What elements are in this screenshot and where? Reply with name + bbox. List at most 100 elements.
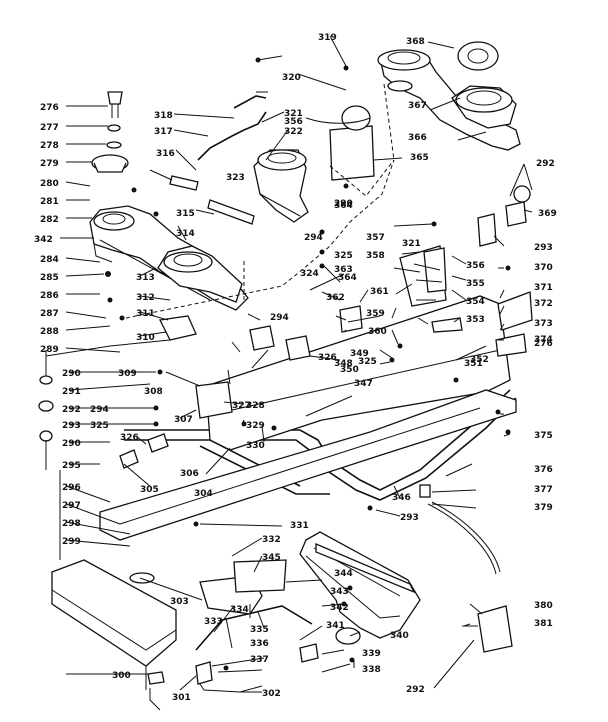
callout: 377: [534, 485, 553, 495]
callout: 369: [538, 209, 557, 219]
callout: 380: [534, 601, 553, 611]
callout: 289: [40, 345, 59, 355]
callout: 299: [62, 537, 81, 547]
callout: 321: [402, 239, 421, 249]
callout: 292: [62, 405, 81, 415]
callout: 349: [350, 349, 369, 359]
callout: 285: [40, 273, 59, 283]
callout: 302: [262, 689, 281, 699]
callout: 360: [368, 327, 387, 337]
callout: 304: [194, 489, 213, 499]
callout: 294: [304, 233, 323, 243]
callout: 326: [318, 353, 337, 363]
callout: 305: [140, 485, 159, 495]
callout: 342: [330, 603, 349, 613]
callout: 325: [90, 421, 109, 431]
callout: 379: [534, 503, 553, 513]
callout: 324: [300, 269, 319, 279]
callout: 320: [282, 73, 301, 83]
callout: 308: [144, 387, 163, 397]
callout: 332: [262, 535, 281, 545]
callout: 325: [358, 357, 377, 367]
callout: 293: [400, 513, 419, 523]
callout: 363: [334, 265, 353, 275]
callout: 296: [62, 483, 81, 493]
callout: 353: [466, 315, 485, 325]
callout: 321: [284, 109, 303, 119]
callout: 279: [40, 159, 59, 169]
callout: 294: [270, 313, 289, 323]
callout: 356: [466, 261, 485, 271]
callout: 312: [136, 293, 155, 303]
callout: 300: [112, 671, 131, 681]
callout: 301: [172, 693, 191, 703]
callout: 287: [40, 309, 59, 319]
callout: 331: [290, 521, 309, 531]
callout: 362: [326, 293, 345, 303]
callout: 368: [406, 37, 425, 47]
callout: 342: [34, 235, 53, 245]
callout: 297: [62, 501, 81, 511]
callout: 276: [40, 103, 59, 113]
callout: 318: [154, 111, 173, 121]
callout: 339: [362, 649, 381, 659]
callout: 277: [40, 123, 59, 133]
callout: 375: [534, 431, 553, 441]
callout: 290: [62, 439, 81, 449]
callout-labels: 276 277 278 279 280 281 282 342 284 285 …: [34, 33, 557, 703]
callout: 310: [136, 333, 155, 343]
callout: 341: [326, 621, 345, 631]
callout: 344: [334, 569, 353, 579]
callout: 355: [466, 279, 485, 289]
callout: 336: [250, 639, 269, 649]
callout: 381: [534, 619, 553, 629]
callout: 352: [470, 355, 489, 365]
callout: 361: [370, 287, 389, 297]
callout: 337: [250, 655, 269, 665]
callout: 367: [408, 101, 427, 111]
callout: 333: [204, 617, 223, 627]
callout: 316: [156, 149, 175, 159]
callout: 325: [334, 251, 353, 261]
callout: 315: [176, 209, 195, 219]
callout: 364: [334, 201, 353, 211]
callout: 280: [40, 179, 59, 189]
callout: 371: [534, 283, 553, 293]
callout: 348: [334, 359, 353, 369]
callout: 345: [262, 553, 281, 563]
callout: 298: [62, 519, 81, 529]
callout: 358: [366, 251, 385, 261]
callout: 314: [176, 229, 195, 239]
callout: 329: [246, 421, 265, 431]
callout: 350: [340, 365, 359, 375]
callout: 294: [90, 405, 109, 415]
callout: 334: [230, 605, 249, 615]
callout: 322: [284, 127, 303, 137]
callout: 364: [338, 273, 357, 283]
callout: 291: [62, 387, 81, 397]
callout: 295: [62, 461, 81, 471]
callout: 323: [226, 173, 245, 183]
callout: 293: [534, 243, 553, 253]
callout: 290: [334, 199, 353, 209]
callout: 365: [410, 153, 429, 163]
callout-leaders: [60, 35, 533, 693]
callout: 374: [534, 335, 553, 345]
callout: 317: [154, 127, 173, 137]
callout: 366: [408, 133, 427, 143]
callout: 330: [246, 441, 265, 451]
exploded-view-drawing: [38, 41, 533, 711]
callout: 303: [170, 597, 189, 607]
callout: 373: [534, 319, 553, 329]
callout: 307: [174, 415, 193, 425]
callout: 327: [232, 401, 251, 411]
callout: 306: [180, 469, 199, 479]
callout: 288: [40, 327, 59, 337]
callout: 340: [390, 631, 409, 641]
callout: 292: [536, 159, 555, 169]
callout: 328: [246, 401, 265, 411]
callout: 286: [40, 291, 59, 301]
callout: 357: [366, 233, 385, 243]
callout: 370: [534, 263, 553, 273]
